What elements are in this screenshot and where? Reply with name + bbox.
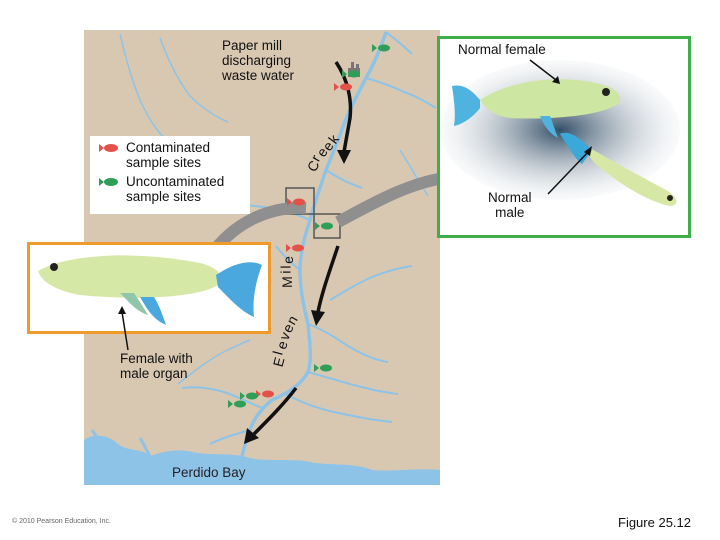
tributary-2 xyxy=(385,31,413,55)
flow-arrowhead-lower xyxy=(244,428,259,444)
red-fish-icon xyxy=(99,144,118,152)
paper-mill-label: Paper mill discharging waste water xyxy=(222,38,295,83)
flow-arrow-middle xyxy=(316,245,340,313)
fish-marker-green-3 xyxy=(315,222,333,230)
perdido-bay-label: Perdido Bay xyxy=(172,465,246,480)
legend-label-contaminated: Contaminated sample sites xyxy=(126,140,211,170)
bay-inlet xyxy=(90,429,152,457)
female-with-male-organ-label: Female with male organ xyxy=(120,351,193,381)
fish-marker-red-3 xyxy=(286,244,304,252)
tributary-8 xyxy=(307,371,399,395)
flow-arrow-upper xyxy=(334,61,353,153)
green-fish-icon xyxy=(99,178,118,186)
affected-fish-tail xyxy=(216,262,262,317)
flow-arrowhead-middle xyxy=(311,310,325,326)
sample-site-box-lower xyxy=(313,213,341,239)
sample-site-box-upper xyxy=(285,187,315,215)
legend-item-contaminated: Contaminated sample sites xyxy=(98,140,210,170)
tributary-10 xyxy=(181,386,263,409)
tributary-13 xyxy=(159,37,229,123)
affected-fish-eye xyxy=(50,263,58,271)
legend-item-uncontaminated: Uncontaminated sample sites xyxy=(98,174,224,204)
male-organ-fin xyxy=(120,293,148,315)
tributary-7 xyxy=(329,265,413,301)
tributary-9 xyxy=(285,393,393,423)
legend: Contaminated sample sites Uncontaminated… xyxy=(90,136,250,214)
legend-label-uncontaminated: Uncontaminated sample sites xyxy=(126,174,225,204)
fish-marker-red-2 xyxy=(287,198,305,206)
normal-male-label: Normal male xyxy=(488,190,532,220)
fish-marker-green-2 xyxy=(342,70,360,78)
fish-marker-red-1 xyxy=(334,83,352,91)
affected-fish-illustration xyxy=(38,255,262,325)
tributary-1 xyxy=(365,77,437,109)
affected-fish-fin xyxy=(140,297,166,325)
tributary-15 xyxy=(177,339,251,385)
figure-number: Figure 25.12 xyxy=(618,515,691,530)
fish-marker-green-5 xyxy=(240,392,258,400)
big-arrow-to-normal xyxy=(335,172,446,228)
tributary-3 xyxy=(325,169,363,189)
fish-marker-green-4 xyxy=(314,364,332,372)
tributary-16 xyxy=(399,149,429,197)
tributary-5 xyxy=(275,245,301,271)
normal-female-fish xyxy=(452,79,620,138)
normal-female-label: Normal female xyxy=(458,42,546,57)
affected-fish-body xyxy=(38,255,221,298)
fish-marker-green-1 xyxy=(372,44,390,52)
copyright-notice: © 2010 Pearson Education, Inc. xyxy=(12,518,111,525)
bay-water xyxy=(84,435,440,485)
normal-fish-illustration xyxy=(440,60,680,206)
flow-arrowhead-upper xyxy=(337,150,351,164)
tributary-12 xyxy=(119,33,167,141)
tributary-6 xyxy=(307,323,389,363)
fish-marker-green-6 xyxy=(228,400,246,408)
flow-arrow-lower xyxy=(252,386,298,436)
